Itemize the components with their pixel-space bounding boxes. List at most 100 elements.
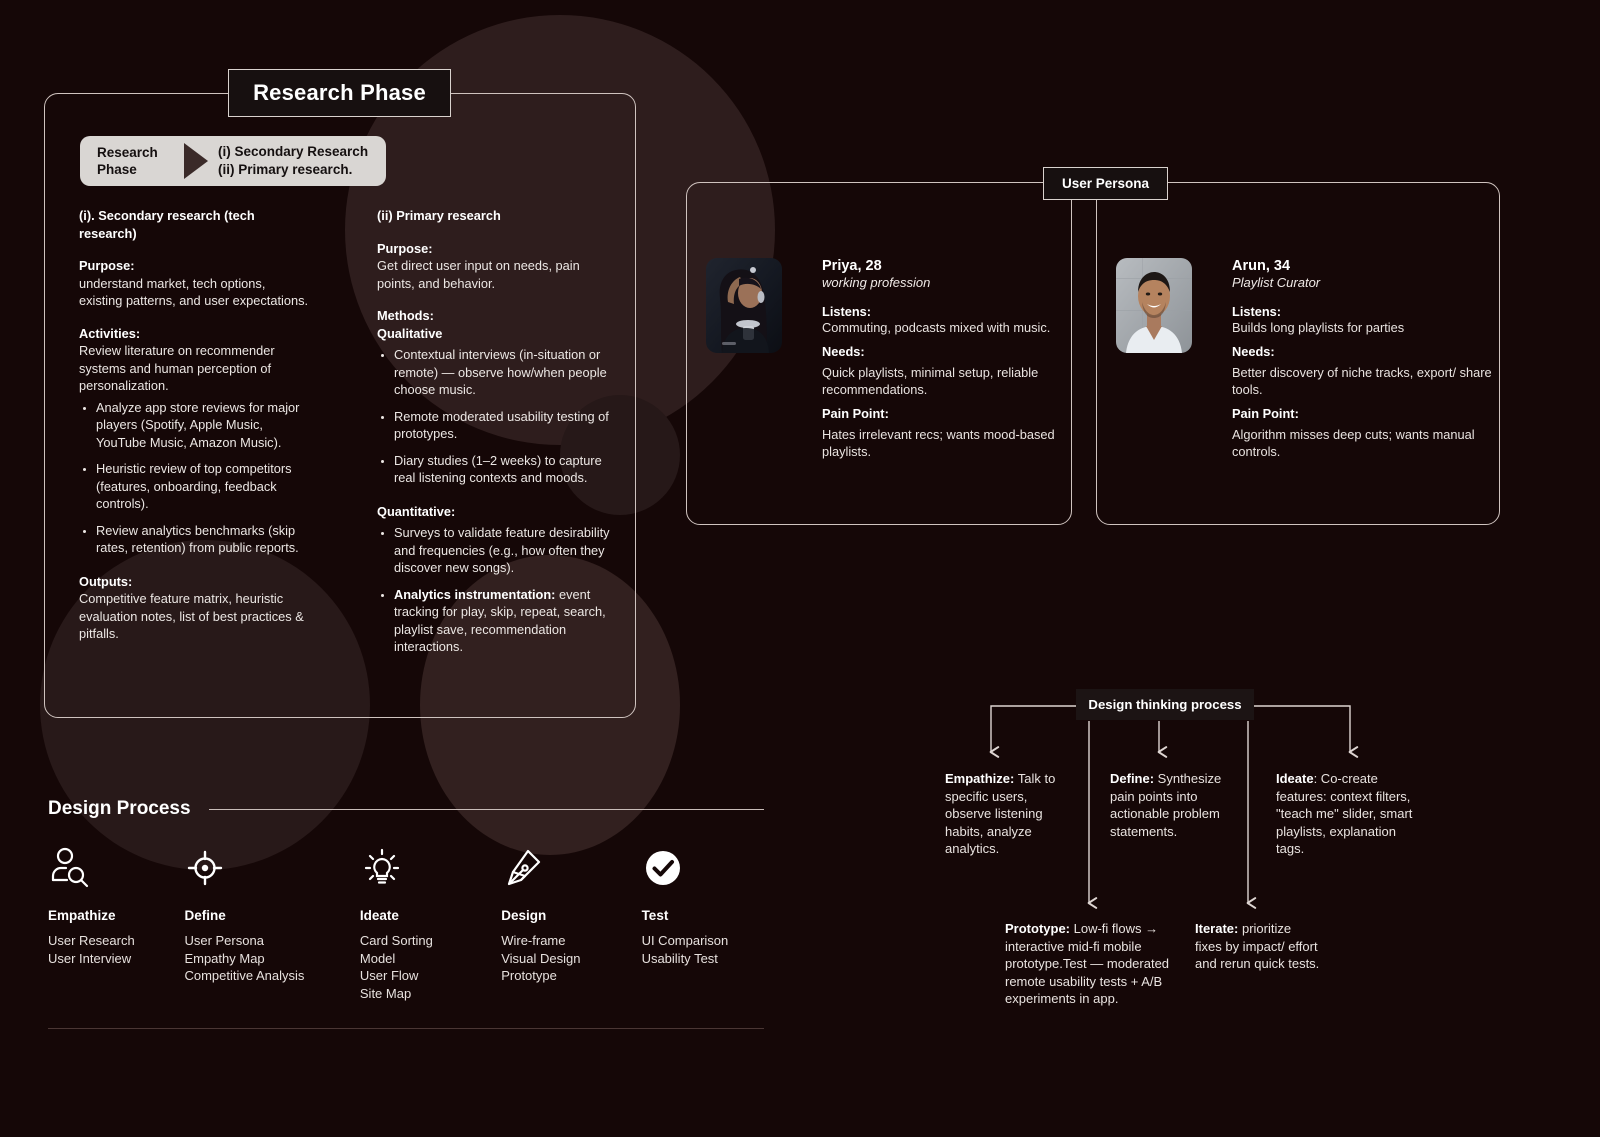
design-step-items: User Persona Empathy Map Competitive Ana… [184,932,359,985]
list-item: Prototype [501,968,557,983]
persona-listens-text: Builds long playlists for parties [1232,320,1405,335]
design-thinking-title: Design thinking process [1076,689,1254,720]
primary-purpose-text: Get direct user input on needs, pain poi… [377,258,580,291]
primary-research-heading: (ii) Primary research [377,208,501,223]
secondary-outputs-label: Outputs: [79,573,133,589]
design-step-name: Ideate [359,908,399,923]
quantitative-list: Surveys to validate feature desirability… [377,524,613,656]
primary-research-column: (ii) Primary research Purpose: Get direc… [377,207,613,665]
design-process-header: Design Process [48,798,764,820]
design-step-items: Card Sorting Model User Flow Site Map [360,932,501,1002]
dtp-node-iterate: Iterate: prioritize fixes by impact/ eff… [1195,920,1320,973]
secondary-research-column: (i). Secondary research (tech research) … [79,207,309,643]
persona-name: Arun, 34 [1232,258,1291,274]
list-item: Review analytics benchmarks (skip rates,… [96,522,309,557]
qualitative-list: Contextual interviews (in-situation or r… [377,346,613,487]
list-item: User Research [48,933,135,948]
dtp-node-text: Low-fi flows → interactive mid-fi mobile… [1005,921,1170,1006]
persona-panel-right [1096,182,1500,525]
persona-pain-label: Pain Point: [822,406,889,421]
design-step-items: Wire-frame Visual Design Prototype [501,932,641,985]
persona-details: Arun, 34 Playlist Curator Listens: Build… [1232,258,1510,460]
check-circle-icon [642,845,778,891]
list-item: Remote moderated usability testing of pr… [394,408,613,443]
lightbulb-icon [360,845,501,891]
divider [208,808,764,810]
list-item: Competitive Analysis [184,968,305,983]
list-item: User Flow [359,968,419,983]
pen-nib-icon [501,845,641,891]
persona-role: working profession [822,275,931,290]
persona-panel-left [686,182,1072,525]
dtp-node-prototype: Prototype: Low-fi flows → interactive mi… [1005,920,1175,1008]
primary-purpose-label: Purpose: [377,240,433,256]
dtp-node-text: : Co-create features: context filters, "… [1276,771,1413,856]
persona-pain-label: Pain Point: [1232,406,1299,421]
dtp-node-empathize: Empathize: Talk to specific users, obser… [945,770,1067,858]
list-item: Model [359,950,396,966]
secondary-activities-text: Review literature on recommender systems… [79,343,275,393]
secondary-activities-list: Analyze app store reviews for major play… [79,399,309,557]
secondary-purpose-label: Purpose: [79,258,135,273]
dtp-node-label: Prototype: [1005,921,1070,936]
flow-pill-left-line1: Research [97,145,158,160]
persona-card-arun: Arun, 34 Playlist Curator Listens: Build… [1116,258,1510,460]
design-process-bottom-divider [48,1028,764,1029]
list-item: Wire-frame [501,933,566,948]
persona-needs-label: Needs: [822,344,865,359]
list-item: Usability Test [641,950,718,966]
dtp-node-label: Empathize: [945,771,1015,786]
list-item: Contextual interviews (in-situation or r… [394,346,613,399]
persona-details: Priya, 28 working profession Listens: Co… [822,258,1080,460]
secondary-purpose-text: understand market, tech options, existin… [79,275,309,309]
design-process-title: Design Process [48,798,191,819]
design-step-test: Test UI Comparison Usability Test [642,845,778,1002]
list-item: Diary studies (1–2 weeks) to capture rea… [394,452,613,487]
design-step-design: Design Wire-frame Visual Design Prototyp… [501,845,641,1002]
design-step-ideate: Ideate Card Sorting Model User Flow Site… [360,845,501,1002]
persona-pain-text: Hates irrelevant recs; wants mood-based … [822,427,1055,459]
persona-pain-text: Algorithm misses deep cuts; wants manual… [1232,427,1475,459]
list-item: UI Comparison [641,933,729,948]
design-step-items: User Research User Interview [48,932,184,967]
design-step-name: Test [641,908,669,923]
design-step-name: Empathize [48,908,116,923]
list-item: Surveys to validate feature desirability… [394,524,613,577]
design-step-empathize: Empathize User Research User Interview [48,845,184,1002]
persona-needs-label: Needs: [1232,344,1275,359]
secondary-outputs-text: Competitive feature matrix, heuristic ev… [79,591,304,641]
research-phase-title: Research Phase [228,69,451,117]
design-step-define: Define User Persona Empathy Map Competit… [184,845,359,1002]
dtp-node-label: Define: [1110,771,1155,786]
target-icon [184,845,359,891]
dtp-node-text: Talk to specific users, observe listenin… [945,771,1056,856]
flow-pill-right-line2: (ii) Primary research. [218,162,353,177]
design-step-items: UI Comparison Usability Test [642,932,778,967]
persona-listens-text: Commuting, podcasts mixed with music. [822,320,1051,335]
persona-listens-label: Listens: [1232,304,1282,319]
primary-quantitative-label: Quantitative: [377,503,456,519]
dtp-node-ideate: Ideate: Co-create features: context filt… [1276,770,1416,858]
persona-listens-label: Listens: [822,304,872,319]
list-item: Card Sorting [359,933,433,948]
list-item: Site Map [359,985,412,1001]
flow-pill-left-label: Research Phase [80,144,184,178]
persona-card-priya: Priya, 28 working profession Listens: Co… [706,258,1080,460]
dtp-node-label: Ideate [1276,771,1314,786]
primary-qualitative-label: Qualitative [377,325,443,341]
list-item: Empathy Map [184,950,265,966]
list-item: User Interview [48,950,132,966]
research-flow-pill: Research Phase (i) Secondary Research (i… [80,136,386,186]
flow-pill-right-line1: (i) Secondary Research [218,144,369,159]
dtp-node-text: prioritize fixes by impact/ effort and r… [1195,921,1320,971]
persona-role: Playlist Curator [1232,275,1321,290]
list-item: Heuristic review of top competitors (fea… [96,460,309,513]
persona-name: Priya, 28 [822,258,882,274]
list-item: Analytics instrumentation: event trackin… [394,586,613,656]
design-step-name: Design [501,908,547,923]
dtp-node-label: Iterate: [1195,921,1239,936]
persona-needs-text: Better discovery of niche tracks, export… [1232,365,1492,397]
dtp-node-text: Synthesize pain points into actionable p… [1110,771,1222,839]
avatar [706,258,782,353]
